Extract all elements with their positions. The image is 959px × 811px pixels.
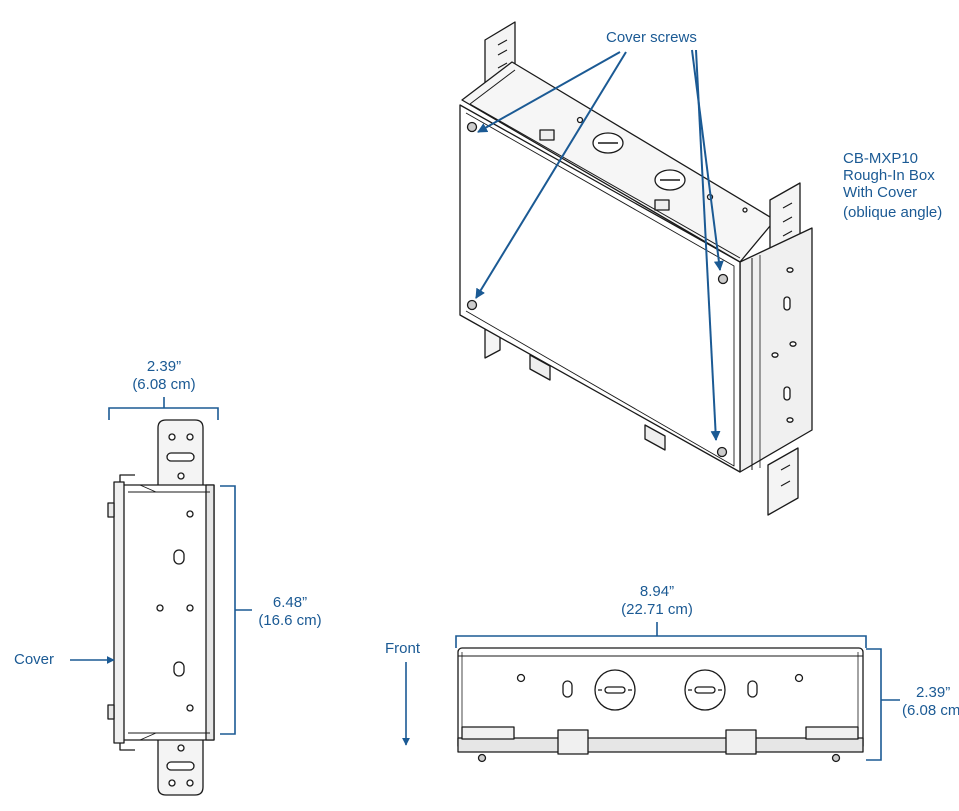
- side-height-cm: (16.6 cm): [258, 612, 322, 629]
- side-width-dimension: 2.39” (6.08 cm): [114, 358, 214, 394]
- leader-arrow-4: [695, 49, 721, 441]
- product-model: CB-MXP10: [843, 150, 919, 167]
- side-dimension-lines: [70, 397, 252, 735]
- cover-screw-leaders: [475, 49, 724, 441]
- product-line-2: Rough-In Box: [843, 167, 935, 184]
- side-width-cm: (6.08 cm): [132, 376, 196, 393]
- front-width-in: 8.94”: [639, 583, 675, 600]
- front-depth-in: 2.39”: [916, 684, 951, 701]
- side-height-in: 6.48”: [272, 594, 308, 611]
- product-line-4: (oblique angle): [843, 204, 943, 221]
- front-label: Front: [385, 640, 421, 657]
- leader-arrow-3: [691, 49, 724, 271]
- side-height-dimension: 6.48” (16.6 cm): [250, 594, 330, 630]
- front-width-cm: (22.71 cm): [621, 601, 693, 618]
- box-oblique-view: [459, 21, 813, 516]
- leader-arrow-2: [475, 51, 627, 299]
- front-dimension-lines: [402, 622, 900, 761]
- leader-arrow-1: [477, 51, 621, 133]
- front-width-dimension: 8.94” (22.71 cm): [607, 583, 707, 619]
- cover-screws-label: Cover screws: [606, 29, 697, 46]
- side-width-in: 2.39”: [146, 358, 182, 375]
- front-depth-cm: (6.08 cm): [902, 702, 959, 719]
- box-front-view: [457, 647, 864, 763]
- product-line-3: With Cover: [843, 184, 918, 201]
- box-side-view: [107, 419, 215, 796]
- product-caption: CB-MXP10 Rough-In Box With Cover (obliqu…: [843, 150, 942, 221]
- front-depth-dimension: 2.39” (6.08 cm): [902, 684, 959, 720]
- cover-label: Cover: [14, 651, 55, 668]
